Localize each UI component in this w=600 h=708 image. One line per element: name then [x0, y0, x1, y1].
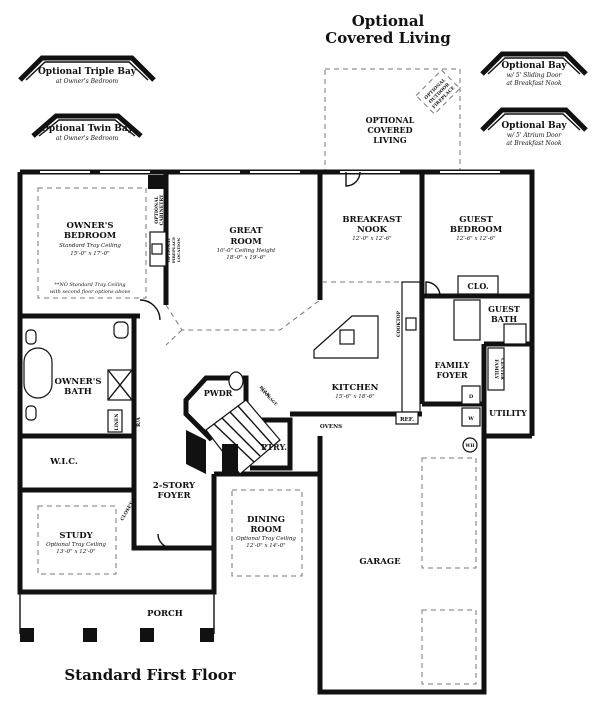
optional-bay-atrium-inset: Optional Bay w/ 5' Atrium Door at Breakf… [480, 107, 588, 147]
twin-bay-name: Optional Twin Bay [41, 124, 134, 134]
guest-bath-label-1: GUEST [488, 304, 520, 314]
stairs [186, 399, 281, 475]
dining-room-label-1: DINING [247, 515, 285, 525]
bay-atrium-name: Optional Bay [501, 121, 567, 131]
family-center-label-2: CENTER [499, 358, 505, 380]
ptry-label: PTRY. [261, 442, 287, 452]
kitchen-label: KITCHEN [332, 383, 379, 393]
family-foyer-label-2: FOYER [436, 370, 467, 380]
title-optional-covered-living-1: Optional [352, 12, 425, 30]
study-label: STUDY [59, 531, 93, 541]
utility-label: UTILITY [489, 408, 527, 418]
dining-tray-ceiling [231, 489, 303, 577]
owners-bedroom-footnote-2: with second floor options above [50, 289, 131, 295]
owners-bath-label-2: BATH [64, 387, 92, 397]
exterior-walls [17, 169, 535, 695]
great-room-label-2: ROOM [230, 237, 262, 247]
laundry [461, 385, 481, 453]
kitchen-refrigerator: REF. [395, 411, 419, 425]
guest-bedroom-label-2: BEDROOM [450, 225, 503, 235]
bay-atrium-note1: w/ 5' Atrium Door [507, 132, 562, 139]
kitchen-counter [401, 281, 421, 413]
cooktop-label: COOKTOP [396, 310, 402, 337]
dining-room-note: Optional Tray Ceiling [236, 536, 296, 542]
pwdr-label: PWDR [204, 388, 233, 398]
optional-twin-bay-inset: Optional Twin Bay at Owner's Bedroom [31, 113, 143, 142]
great-room-note: 10'-0" Ceiling Height [217, 248, 277, 254]
porch-label: PORCH [147, 609, 183, 619]
optional-triple-bay-inset: Optional Triple Bay at Owner's Bedroom [18, 55, 156, 85]
breakfast-nook-label-2: NOOK [357, 225, 388, 235]
bay-sliding-name: Optional Bay [501, 61, 567, 71]
breakfast-nook-label-1: BREAKFAST [342, 215, 402, 225]
clo-label: CLO. [467, 281, 488, 291]
study-tray-ceiling [37, 505, 117, 575]
optional-cabinetry-label-1: OPTIONAL [154, 195, 160, 223]
owners-bedroom-note: Standard Tray Ceiling [59, 243, 121, 249]
title-standard-first-floor: Standard First Floor [64, 666, 236, 684]
dining-room-label-2: ROOM [250, 525, 282, 535]
ovens-label: OVENS [320, 424, 342, 430]
owners-bedroom-label-2: BEDROOM [64, 231, 117, 241]
twin-bay-note: at Owner's Bedroom [56, 135, 119, 142]
guest-bath-label-2: BATH [491, 314, 517, 324]
bay-atrium-note2: at Breakfast Nook [506, 140, 562, 147]
ra-label: R/A [136, 417, 142, 427]
wh-label: WH [464, 443, 475, 449]
study-note: Optional Tray Ceiling [46, 542, 106, 548]
bay-sliding-note2: at Breakfast Nook [506, 80, 562, 87]
owners-bath-fixtures [23, 321, 133, 433]
family-foyer-label-1: FAMILY [435, 360, 470, 370]
guest-bedroom-label-1: GUEST [459, 215, 493, 225]
owners-bedroom-footnote-1: **NO Standard Tray Ceiling [54, 282, 125, 288]
optional-fireplace-label-2: FIREPLACE [171, 237, 176, 263]
study-dims: 13'-0" x 12'-0" [56, 549, 95, 555]
garage-door-right [421, 609, 477, 685]
linen-label: LINEN [114, 414, 120, 431]
porch-columns [19, 592, 215, 642]
fireplace [148, 175, 167, 267]
triple-bay-name: Optional Triple Bay [38, 67, 137, 77]
dryer-label: D [469, 394, 474, 400]
breakfast-nook-dims: 12'-0" x 12'-6" [352, 236, 391, 242]
owners-bedroom-dims: 15'-0" x 17'-0" [70, 251, 109, 257]
kitchen-island [313, 315, 379, 359]
covered-living-line3: LIVING [373, 135, 407, 145]
garage-door-left [421, 457, 477, 569]
optional-covered-living-area: OPTIONAL COVERED LIVING OPTIONAL OUTDOOR… [324, 68, 461, 172]
covered-living-line2: COVERED [367, 125, 412, 135]
owners-bedroom-label-1: OWNER'S [66, 221, 113, 231]
closet: CLO. [457, 275, 499, 295]
guest-bedroom-dims: 12'-6" x 12'-6" [456, 236, 495, 242]
title-optional-covered-living-2: Covered Living [325, 29, 451, 47]
ref-kitchen-label: REF. [400, 417, 414, 423]
garage-label: GARAGE [359, 557, 401, 567]
covered-living-line1: OPTIONAL [366, 115, 415, 125]
triple-bay-note: at Owner's Bedroom [56, 78, 119, 85]
wic-label: W.I.C. [49, 457, 78, 467]
guest-bath-fixtures [453, 299, 527, 345]
washer-label: W [467, 416, 474, 422]
family-center: FAMILY CENTER [487, 347, 505, 391]
door-swings [139, 171, 441, 549]
outdoor-fireplace-option: OPTIONAL OUTDOOR FIREPLACE [415, 69, 461, 115]
optional-cabinetry-label-2: CABINETRY [159, 194, 165, 225]
bay-sliding-note1: w/ 5' Sliding Door [507, 72, 563, 79]
dining-room-dims: 12'-0" x 14'-0" [246, 543, 285, 549]
owners-bedroom-tray-ceiling [37, 187, 147, 299]
great-room-dims: 18'-0" x 19'-6" [226, 255, 265, 261]
great-room-label-1: GREAT [229, 226, 263, 236]
kitchen-dims: 15'-6" x 18'-6" [335, 394, 374, 400]
great-room-angle-dash [165, 281, 412, 346]
foyer-label-2: FOYER [157, 491, 191, 501]
optional-bay-sliding-inset: Optional Bay w/ 5' Sliding Door at Break… [480, 51, 588, 87]
owners-bath-label-1: OWNER'S [54, 377, 101, 387]
optional-fireplace-label-1: OPTIONAL [166, 238, 171, 263]
optional-fireplace-label-3: LOCATION [176, 237, 181, 262]
family-center-label-1: FAMILY [493, 359, 499, 379]
foyer-label-1: 2-STORY [153, 481, 196, 491]
